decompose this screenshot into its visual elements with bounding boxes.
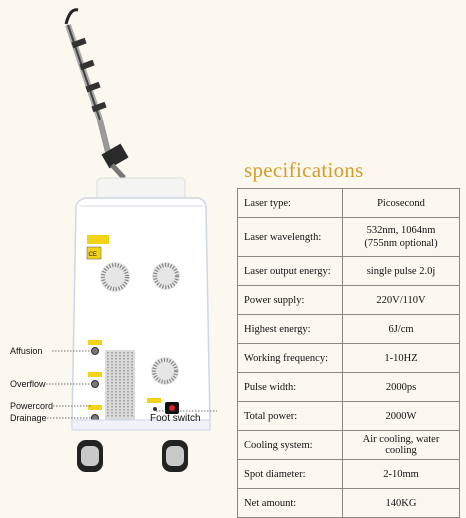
spec-key: Spot diameter: — [237, 459, 343, 489]
spec-row: Total power: 2000W — [237, 401, 460, 431]
spec-key: Laser wavelength: — [237, 217, 343, 257]
spec-key: Power supply: — [237, 285, 343, 315]
spec-value: 6J/cm — [342, 314, 460, 344]
spec-key: Laser type: — [237, 188, 343, 218]
callout-foot-switch: Foot switch — [150, 413, 201, 424]
spec-row: Laser output energy: single pulse 2.0j — [237, 256, 460, 286]
spec-key: Highest energy: — [237, 314, 343, 344]
spec-value: 1-10HZ — [342, 343, 460, 373]
spec-row: Laser wavelength: 532nm, 1064nm (755nm o… — [237, 217, 460, 257]
spec-value: 2-10mm — [342, 459, 460, 489]
spec-key: Laser output energy: — [237, 256, 343, 286]
spec-row: Cooling system: Air cooling, water cooli… — [237, 430, 460, 460]
specifications-table: Laser type: Picosecond Laser wavelength:… — [237, 188, 460, 518]
spec-row: Net amount: 140KG — [237, 488, 460, 518]
svg-text:CE: CE — [89, 252, 97, 258]
spec-row: Working frequency: 1-10HZ — [237, 343, 460, 373]
spec-key: Working frequency: — [237, 343, 343, 373]
spec-row: Spot diameter: 2-10mm — [237, 459, 460, 489]
spec-row: Highest energy: 6J/cm — [237, 314, 460, 344]
callout-drainage: Drainage — [10, 413, 47, 423]
spec-value: Air cooling, water cooling — [342, 430, 460, 460]
spec-key: Total power: — [237, 401, 343, 431]
callout-overflow: Overflow — [10, 379, 46, 389]
articulated-arm — [64, 8, 129, 180]
spec-value: Picosecond — [342, 188, 460, 218]
spec-key: Cooling system: — [237, 430, 343, 460]
spec-key: Pulse width: — [237, 372, 343, 402]
spec-value-line2: (755nm optional) — [364, 238, 438, 249]
machine-illustration: CE — [46, 8, 217, 472]
spec-key: Net amount: — [237, 488, 343, 518]
spec-value: 220V/110V — [342, 285, 460, 315]
callout-affusion: Affusion — [10, 346, 43, 356]
spec-value: 2000ps — [342, 372, 460, 402]
spec-value: 2000W — [342, 401, 460, 431]
spec-value: 140KG — [342, 488, 460, 518]
specifications-title: specifications — [244, 158, 364, 182]
spec-row: Power supply: 220V/110V — [237, 285, 460, 315]
spec-row: Laser type: Picosecond — [237, 188, 460, 218]
spec-row: Pulse width: 2000ps — [237, 372, 460, 402]
spec-value: 532nm, 1064nm (755nm optional) — [342, 217, 460, 257]
callout-powercord: Powercord — [10, 401, 54, 411]
spec-value: single pulse 2.0j — [342, 256, 460, 286]
spec-value-line1: 532nm, 1064nm — [366, 225, 436, 236]
